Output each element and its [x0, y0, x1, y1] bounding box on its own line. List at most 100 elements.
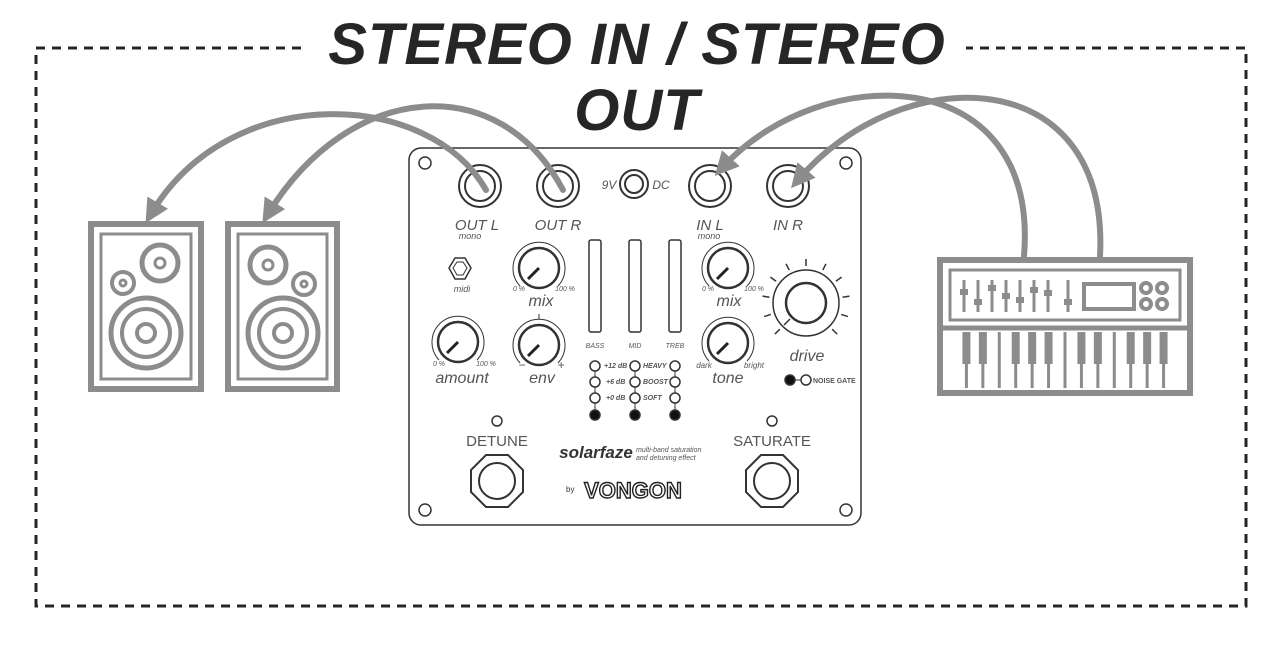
black-key [1159, 332, 1168, 364]
knob-amount[interactable] [431, 315, 485, 364]
dashed-frame [34, 46, 1248, 608]
drive-tick [785, 263, 790, 271]
mix-right-min: 0 % [702, 286, 714, 293]
speaker-right [225, 221, 340, 392]
mix-right-label: mix [717, 293, 743, 310]
env-label: env [529, 370, 556, 387]
black-key [1126, 332, 1135, 364]
led-column-treb [669, 360, 681, 421]
slider-mid-label: MID [629, 343, 642, 350]
black-key [962, 332, 971, 364]
drive-tick [840, 313, 849, 318]
black-key [1143, 332, 1152, 364]
tone-min: dark [696, 361, 713, 370]
brand-by: by [566, 485, 574, 494]
black-key [1093, 332, 1102, 364]
label-out-r: OUT R [535, 217, 582, 234]
detune-label: DETUNE [466, 433, 528, 450]
knob-drive[interactable] [772, 269, 840, 337]
cable-synth-to-in-r [790, 94, 1104, 259]
tagline-line-2: and detuning effect [636, 455, 697, 462]
diagram-title: STEREO IN / STEREO OUT [328, 12, 946, 143]
cable-out-r-to-speaker-right [262, 103, 566, 224]
screw [418, 156, 432, 170]
jack-out-l[interactable] [458, 164, 502, 208]
drive-tick [831, 328, 838, 335]
amount-max: 100 % [476, 361, 496, 368]
mode-soft: SOFT [643, 395, 662, 402]
led-column-mid [629, 360, 641, 421]
pedal [408, 147, 862, 526]
drive-tick [835, 276, 843, 282]
black-key [1011, 332, 1020, 364]
label-9v: 9V [602, 178, 618, 192]
pedal-body [408, 147, 862, 526]
slider-treb-label: TREB [666, 343, 685, 350]
synthesizer-keyboard [937, 257, 1193, 396]
midi-jack[interactable] [448, 257, 472, 280]
tagline-line-1: multi-band saturation [636, 447, 701, 454]
slider-bass-label: BASS [586, 343, 605, 350]
power-jack[interactable] [619, 169, 649, 199]
screw [839, 503, 853, 517]
detune-led [491, 415, 503, 427]
mix-left-label: mix [529, 293, 555, 310]
mix-right-max: 100 % [744, 286, 764, 293]
saturate-led [766, 415, 778, 427]
routing-cables [145, 92, 1104, 259]
label-out-l: OUT L [455, 217, 499, 234]
tone-label: tone [712, 370, 743, 387]
noise-gate-label: NOISE GATE [813, 378, 856, 385]
slider-bass[interactable] [588, 239, 602, 333]
mode-boost: BOOST [643, 379, 669, 386]
drive-tick [769, 276, 777, 282]
slider-mid[interactable] [628, 239, 642, 333]
label-in-l-mono: mono [698, 231, 721, 241]
saturate-label: SATURATE [733, 433, 811, 450]
jack-in-l[interactable] [688, 164, 732, 208]
black-key [1028, 332, 1037, 364]
drive-tick [842, 295, 850, 298]
label-out-l-mono: mono [459, 231, 482, 241]
slider-treb[interactable] [668, 239, 682, 333]
brand-logo: VONGON [584, 478, 682, 503]
black-key [978, 332, 987, 364]
knob-tone[interactable] [701, 316, 755, 365]
cable-synth-to-in-l [714, 92, 1028, 259]
noise-gate-led-off [800, 374, 812, 386]
eq-level-0: +0 dB [606, 395, 625, 402]
screw [839, 156, 853, 170]
footswitch-saturate[interactable] [745, 454, 799, 508]
label-midi: midi [454, 284, 472, 294]
mode-heavy: HEAVY [643, 363, 668, 370]
knob-mix-left[interactable] [512, 241, 566, 290]
drive-tick [822, 263, 827, 271]
mix-left-max: 100 % [555, 286, 575, 293]
cable-out-l-to-speaker-left [145, 111, 489, 224]
pedal-labels: OUT L mono OUT R 9V DC IN L mono IN R mi… [433, 178, 856, 504]
drive-label: drive [790, 348, 825, 365]
label-dc: DC [652, 178, 670, 192]
drive-tick [762, 295, 770, 298]
eq-level-6: +6 dB [606, 379, 625, 386]
screw [418, 503, 432, 517]
env-min: − [518, 358, 525, 372]
label-in-r: IN R [773, 217, 803, 234]
mix-left-min: 0 % [513, 286, 525, 293]
footswitch-detune[interactable] [470, 454, 524, 508]
knob-env[interactable] [512, 314, 566, 367]
speaker-left [88, 221, 204, 392]
eq-level-12: +12 dB [604, 363, 627, 370]
amount-min: 0 % [433, 361, 445, 368]
knob-mix-right[interactable] [701, 241, 755, 290]
product-name: solarfaze [559, 443, 633, 462]
black-key [1044, 332, 1053, 364]
drive-tick [774, 328, 781, 335]
tone-max: bright [744, 361, 765, 370]
env-max: + [557, 358, 564, 372]
black-key [1077, 332, 1086, 364]
jack-out-r[interactable] [536, 164, 580, 208]
drive-tick [763, 313, 772, 318]
